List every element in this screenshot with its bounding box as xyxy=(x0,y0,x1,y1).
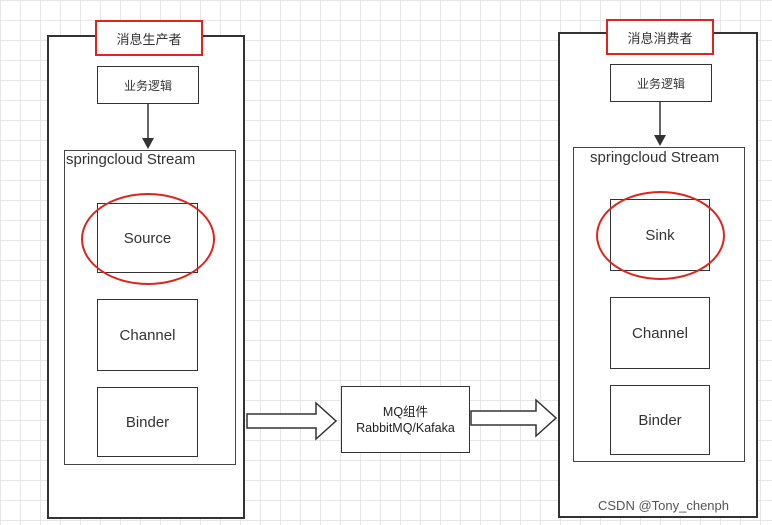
producer-down-arrow xyxy=(142,104,154,149)
mq-line1: MQ组件 xyxy=(382,404,429,419)
producer-title: 消息生产者 xyxy=(95,20,203,56)
consumer-binder: Binder xyxy=(610,385,710,455)
consumer-business-logic: 业务逻辑 xyxy=(610,64,712,102)
producer-stream-label: springcloud Stream xyxy=(66,151,196,168)
source-highlight-ellipse xyxy=(81,193,215,285)
watermark: CSDN @Tony_chenph xyxy=(598,498,729,513)
sink-highlight-ellipse xyxy=(596,191,725,280)
producer-business-logic: 业务逻辑 xyxy=(97,66,199,104)
consumer-stream-label: springcloud Stream xyxy=(590,149,720,166)
consumer-channel: Channel xyxy=(610,297,710,369)
consumer-title: 消息消费者 xyxy=(606,19,714,55)
producer-channel: Channel xyxy=(97,299,198,371)
consumer-stream-frame xyxy=(573,147,745,462)
mq-to-consumer-arrow xyxy=(470,398,558,438)
consumer-down-arrow xyxy=(654,102,666,146)
producer-stream-frame xyxy=(64,150,236,465)
mq-component: MQ组件 RabbitMQ/Kafaka xyxy=(341,386,470,453)
producer-to-mq-arrow xyxy=(246,401,338,441)
producer-binder: Binder xyxy=(97,387,198,457)
mq-line2: RabbitMQ/Kafaka xyxy=(356,420,455,435)
